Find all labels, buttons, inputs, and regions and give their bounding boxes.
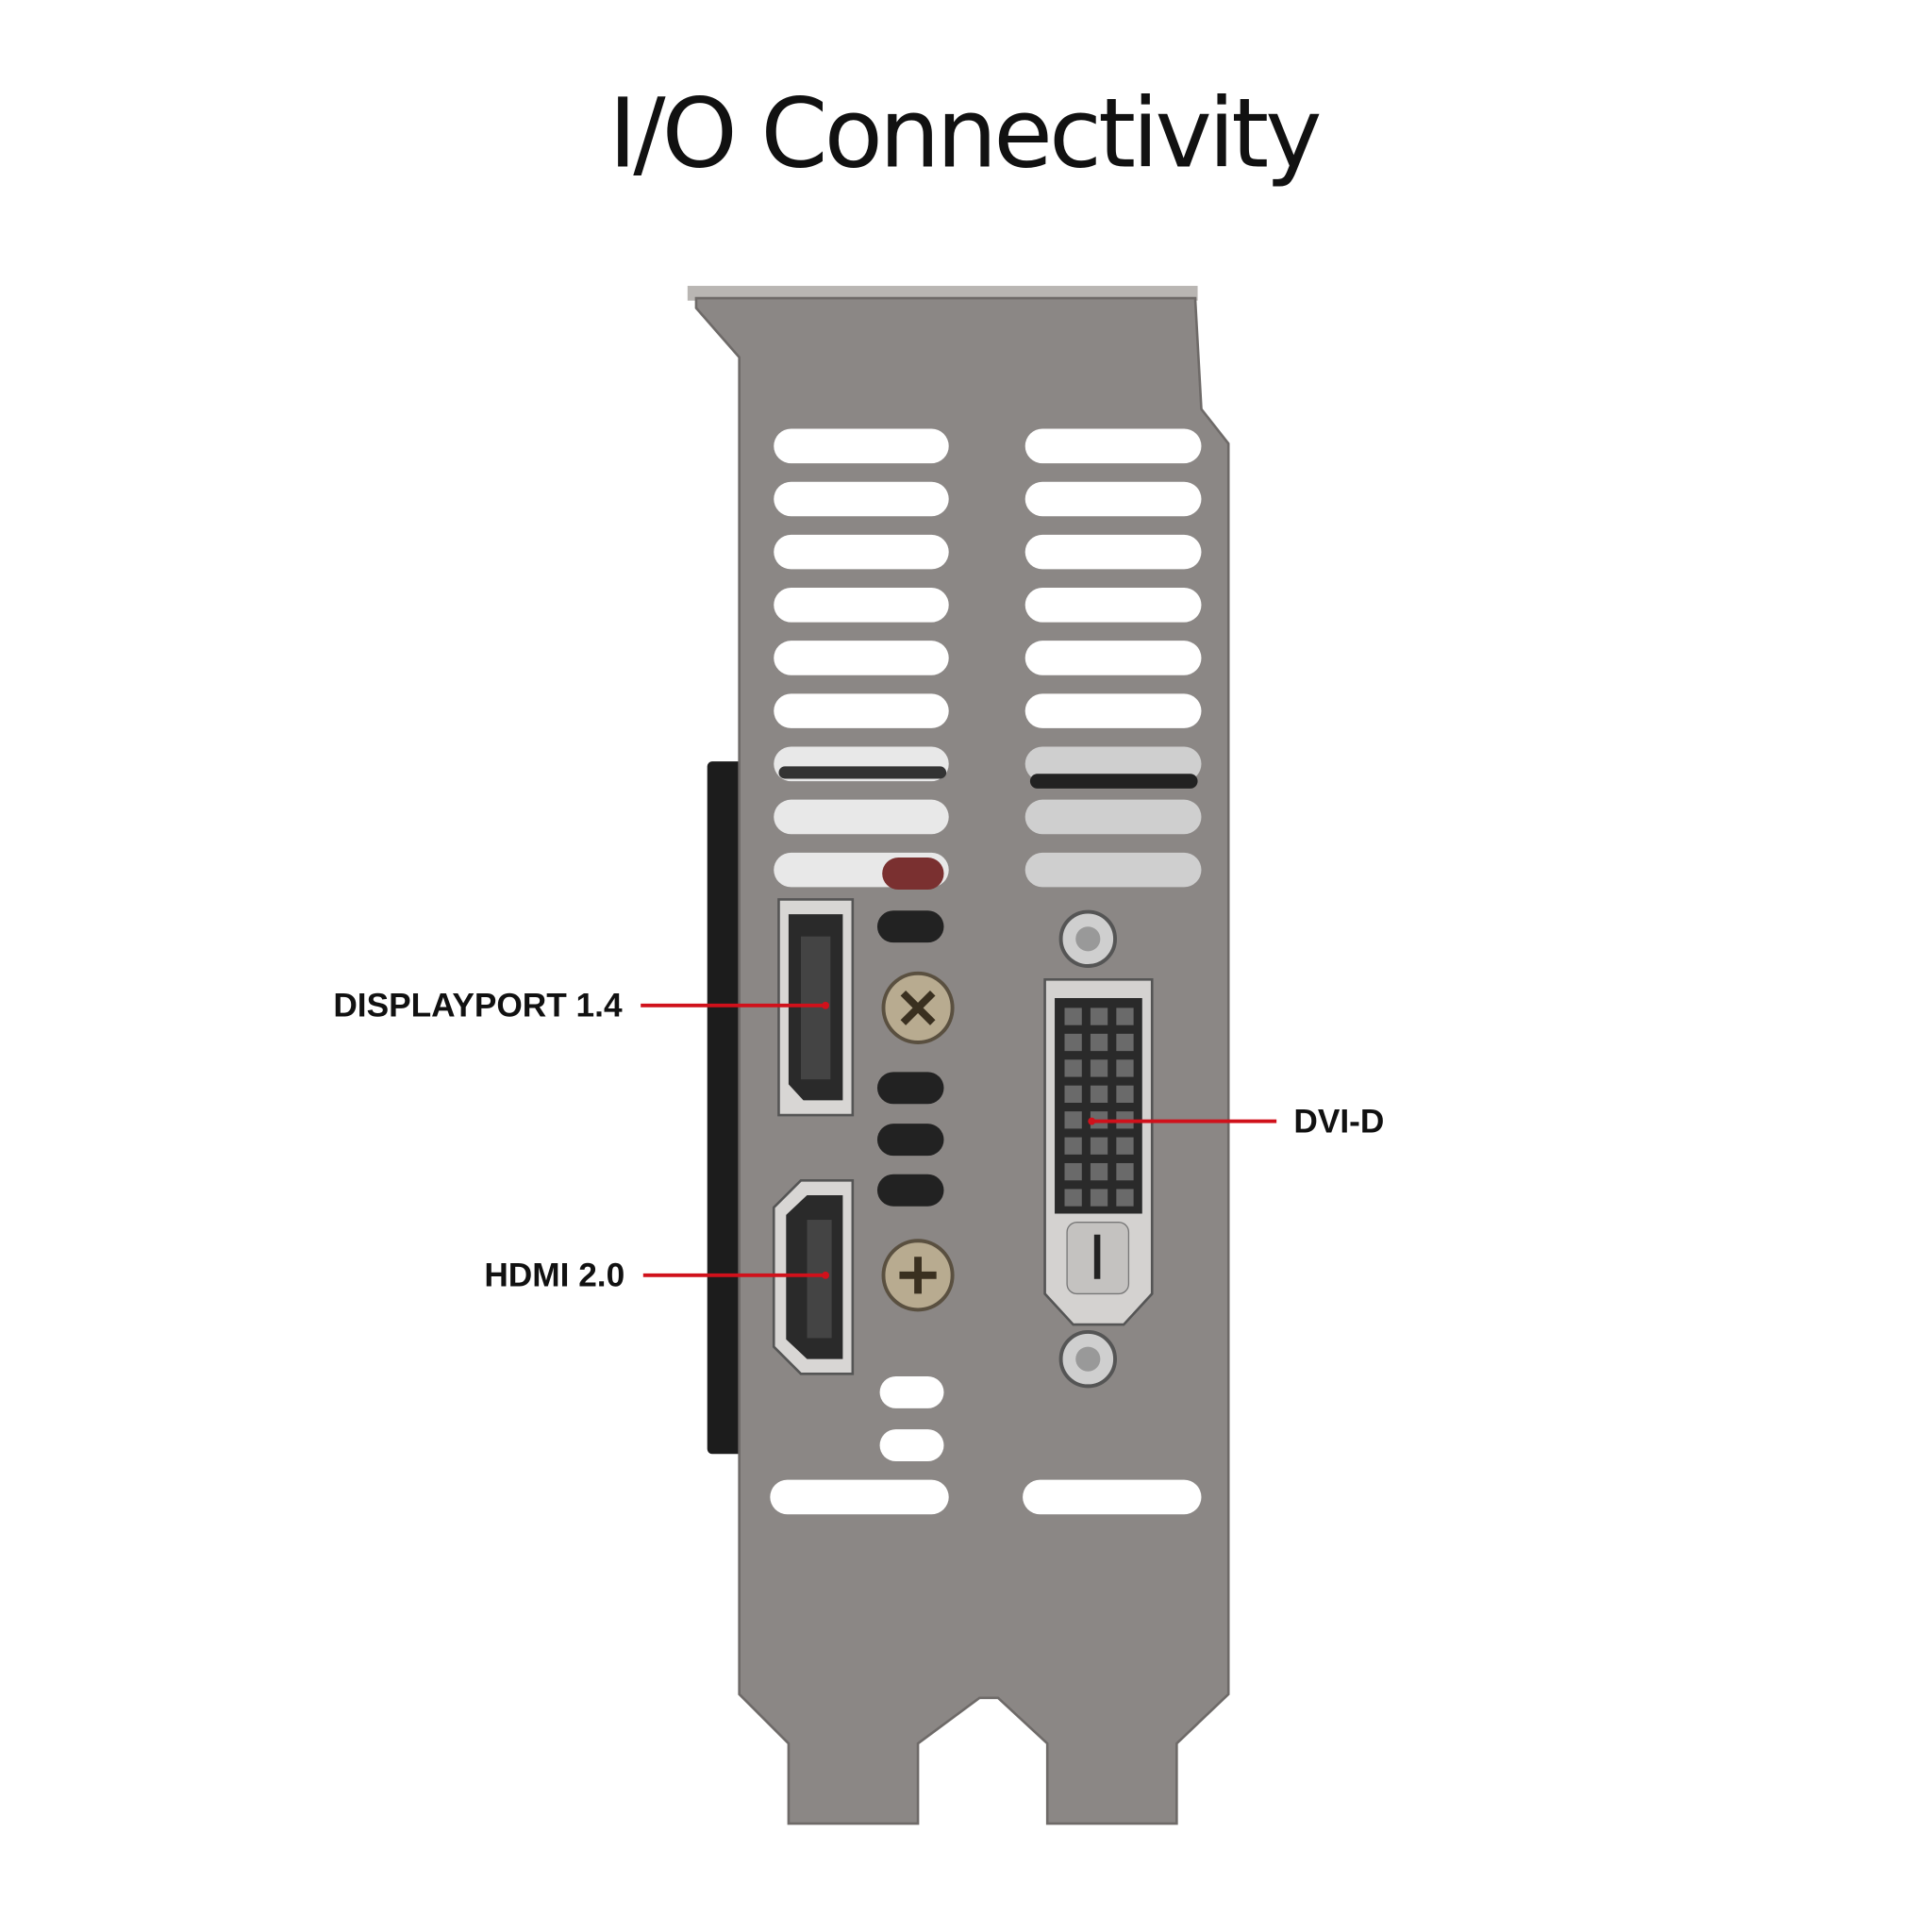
- dvi-pin: [1090, 1059, 1108, 1077]
- page-title: I/O Connectivity: [608, 77, 1320, 190]
- dvi-pin: [1064, 1008, 1082, 1025]
- vent-slot: [774, 588, 949, 623]
- pcb-edge: [707, 761, 744, 1455]
- vent-slot: [1024, 641, 1202, 675]
- internal-cable: [882, 858, 944, 891]
- vent-hole: [879, 1375, 944, 1408]
- vent-slot: [774, 641, 949, 675]
- dvi-pin: [1090, 1008, 1108, 1025]
- vent-slot: [770, 1479, 949, 1515]
- dvi-pin: [1116, 1162, 1134, 1181]
- displayport-leader-dot: [822, 1001, 830, 1009]
- dvi-label: DVI-D: [1293, 1103, 1384, 1140]
- vent-slot: [1024, 693, 1202, 728]
- vent-slot: [1024, 588, 1202, 623]
- dvi-pin: [1090, 1085, 1108, 1103]
- vent-slot: [1024, 428, 1202, 464]
- vent-slot: [774, 534, 949, 570]
- vent-slot: [774, 693, 949, 728]
- vent-hole: [879, 1429, 944, 1462]
- internal-part: [778, 766, 947, 779]
- vent-slot: [1024, 481, 1202, 517]
- vent-hole: [876, 1124, 944, 1157]
- displayport-label: DISPLAYPORT 1.4: [333, 988, 623, 1024]
- dvi-pin: [1090, 1162, 1108, 1181]
- internal-part: [1029, 774, 1198, 789]
- vent-slot: [1024, 534, 1202, 570]
- dvi-pin: [1116, 1008, 1134, 1025]
- vent-slots: [770, 428, 1202, 1515]
- dvi-pin: [1116, 1059, 1134, 1077]
- vent-hole: [876, 1072, 944, 1105]
- dvi-pin: [1064, 1162, 1082, 1181]
- dvi-pin: [1090, 1137, 1108, 1155]
- vent-hole: [876, 1174, 944, 1207]
- hdmi-label: HDMI 2.0: [484, 1257, 625, 1294]
- vent-slot: [1024, 799, 1202, 835]
- dvi-pin: [1064, 1189, 1082, 1207]
- dvi-pin: [1116, 1137, 1134, 1155]
- vent-slot: [774, 481, 949, 517]
- dvi-connector: [1043, 909, 1154, 1389]
- screw-icon: [881, 971, 955, 1044]
- vent-slot: [1023, 1479, 1202, 1515]
- dvi-pin: [1116, 1085, 1134, 1103]
- vent-hole: [876, 910, 944, 943]
- dvi-pin: [1090, 1033, 1108, 1052]
- hdmi-leader-dot: [822, 1271, 830, 1279]
- dvi-pin: [1064, 1059, 1082, 1077]
- dvi-pin: [1090, 1189, 1108, 1207]
- dvi-pin: [1116, 1189, 1134, 1207]
- dvi-pin: [1064, 1111, 1082, 1129]
- vent-slot: [774, 428, 949, 464]
- vent-slot: [1024, 746, 1202, 782]
- screw-icon: [881, 1239, 955, 1312]
- vent-slot: [774, 799, 949, 835]
- vent-slot: [1024, 852, 1202, 888]
- dvi-pin: [1064, 1085, 1082, 1103]
- dvi-pin: [1064, 1137, 1082, 1155]
- bracket-plate: [694, 296, 1230, 1825]
- dvi-pin: [1064, 1033, 1082, 1052]
- dvi-leader-dot: [1088, 1117, 1096, 1125]
- dvi-pin: [1116, 1033, 1134, 1052]
